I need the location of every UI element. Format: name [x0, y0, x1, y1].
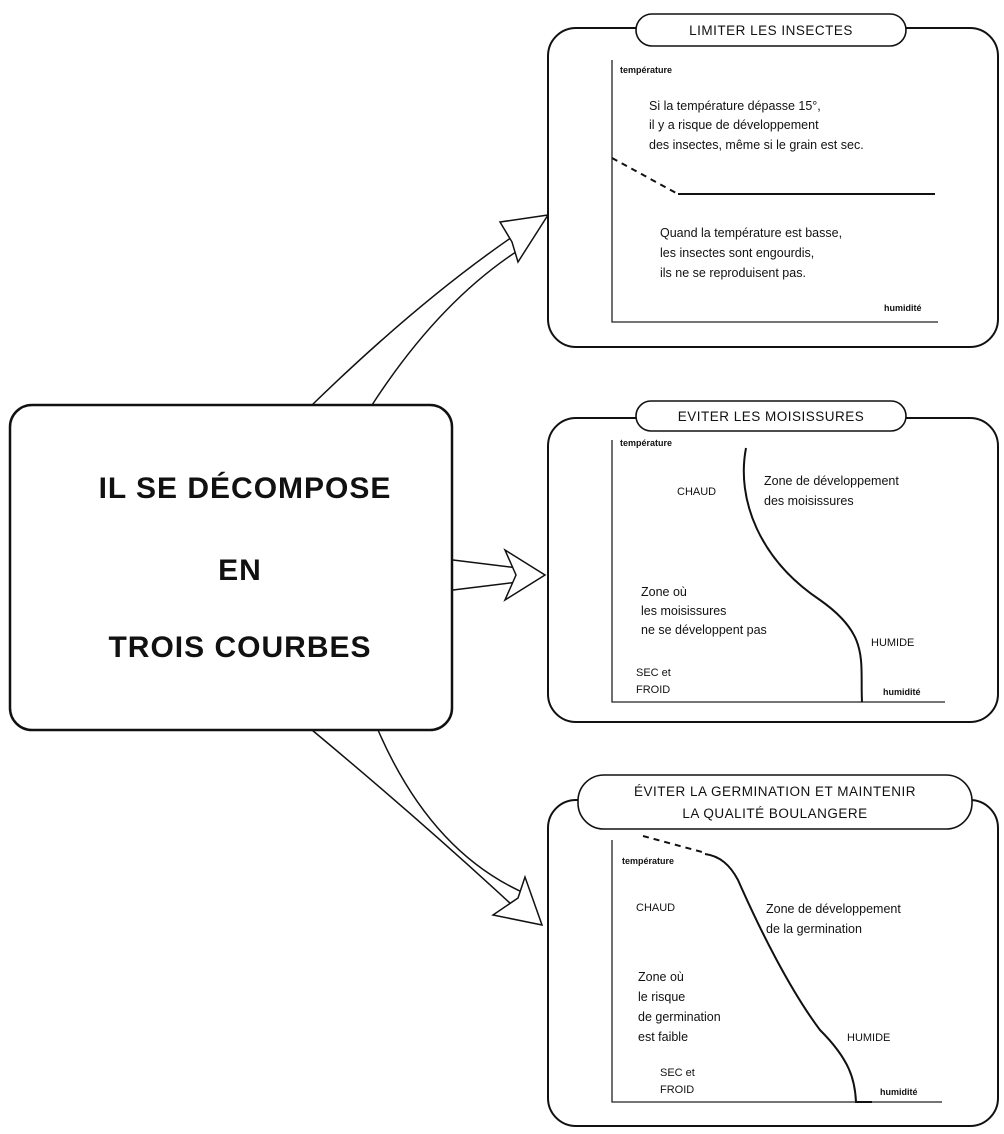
main-line-2: EN — [218, 554, 262, 587]
panel-title-2: LA QUALITÉ BOULANGERE — [682, 806, 867, 821]
dry-cold-2: FROID — [660, 1084, 694, 1096]
zone-safe-1: Zone où — [641, 585, 687, 599]
panel-title: EVITER LES MOISISSURES — [678, 409, 865, 424]
humid-label: HUMIDE — [847, 1032, 890, 1044]
humid-label: HUMIDE — [871, 637, 914, 649]
lower-text-1: Quand la température est basse, — [660, 226, 842, 240]
zone-safe-4: est faible — [638, 1030, 688, 1044]
lower-text-3: ils ne se reproduisent pas. — [660, 266, 806, 280]
zone-dev-2: de la germination — [766, 922, 862, 936]
y-axis-label: température — [620, 65, 672, 75]
dry-cold-1: SEC et — [660, 1067, 695, 1079]
zone-dev-1: Zone de développement — [764, 474, 899, 488]
x-axis-label: humidité — [880, 1087, 918, 1097]
zone-safe-3: de germination — [638, 1010, 721, 1024]
hot-label: CHAUD — [677, 486, 716, 498]
y-axis-label: température — [622, 856, 674, 866]
x-axis-label: humidité — [884, 303, 922, 313]
dry-cold-1: SEC et — [636, 667, 671, 679]
upper-text-1: Si la température dépasse 15°, — [649, 99, 821, 113]
zone-safe-2: les moisissures — [641, 604, 726, 618]
panel-title: LIMITER LES INSECTES — [689, 23, 853, 38]
arrow-to-moulds — [452, 548, 547, 602]
panel-insects: LIMITER LES INSECTES température humidit… — [547, 13, 999, 348]
germination-curve — [704, 853, 872, 1103]
zone-dev-1: Zone de développement — [766, 902, 901, 916]
zone-dev-2: des moisissures — [764, 494, 854, 508]
upper-text-3: des insectes, même si le grain est sec. — [649, 138, 864, 152]
zone-safe-2: le risque — [638, 990, 685, 1004]
panel-title-1: ÉVITER LA GERMINATION ET MAINTENIR — [634, 784, 916, 799]
lower-text-2: les insectes sont engourdis, — [660, 246, 814, 260]
arrow-to-germination — [311, 729, 544, 927]
main-box: IL SE DÉCOMPOSE EN TROIS COURBES — [8, 403, 454, 732]
zone-safe-1: Zone où — [638, 970, 684, 984]
dry-cold-2: FROID — [636, 684, 670, 696]
x-axis-label: humidité — [883, 687, 921, 697]
panel-germination: ÉVITER LA GERMINATION ET MAINTENIR LA QU… — [547, 774, 999, 1127]
y-axis-label: température — [620, 438, 672, 448]
zone-safe-3: ne se développent pas — [641, 623, 767, 637]
mould-curve — [742, 447, 863, 703]
arrow-to-insects — [311, 214, 550, 406]
upper-text-2: il y a risque de développement — [649, 118, 819, 132]
main-line-1: IL SE DÉCOMPOSE — [99, 471, 392, 505]
panel-moulds: EVITER LES MOISISSURES température humid… — [547, 400, 999, 723]
hot-label: CHAUD — [636, 902, 675, 914]
main-line-3: TROIS COURBES — [108, 631, 371, 664]
